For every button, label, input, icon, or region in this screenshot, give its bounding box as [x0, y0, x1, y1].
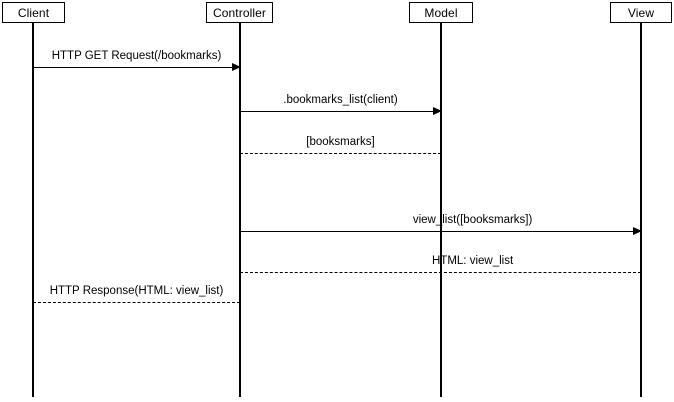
message-line-solid	[240, 111, 441, 112]
message-line-dashed	[240, 272, 641, 273]
participant-label-controller: Controller	[212, 5, 267, 20]
message-line-dashed	[240, 153, 441, 154]
arrowhead-right-icon	[433, 106, 442, 115]
message-label-http-response: HTTP Response(HTML: view_list)	[49, 285, 224, 297]
lifeline-view	[640, 23, 642, 397]
participant-box-controller[interactable]: Controller	[206, 2, 273, 23]
message-label-http-get-request: HTTP GET Request(/bookmarks)	[51, 50, 222, 62]
lifeline-client	[32, 23, 34, 397]
message-label-booksmarks-return: [booksmarks]	[306, 136, 375, 148]
participant-label-view: View	[627, 5, 655, 20]
lifeline-controller	[239, 23, 241, 397]
participant-box-client[interactable]: Client	[2, 2, 65, 23]
message-label-html-view-list-return: HTML: view_list	[432, 255, 514, 267]
message-label-view-list: view_list([booksmarks])	[412, 214, 533, 226]
message-label-bookmarks-list: .bookmarks_list(client)	[283, 94, 398, 106]
message-line-solid	[240, 231, 641, 232]
arrowhead-right-icon	[232, 62, 241, 71]
participant-label-model: Model	[424, 5, 458, 20]
message-line-dashed	[33, 302, 240, 303]
lifeline-model	[440, 23, 442, 397]
arrowhead-right-icon	[633, 226, 642, 235]
message-line-solid	[33, 67, 240, 68]
participant-box-view[interactable]: View	[610, 2, 672, 23]
participant-label-client: Client	[17, 5, 50, 20]
participant-box-model[interactable]: Model	[409, 2, 473, 23]
